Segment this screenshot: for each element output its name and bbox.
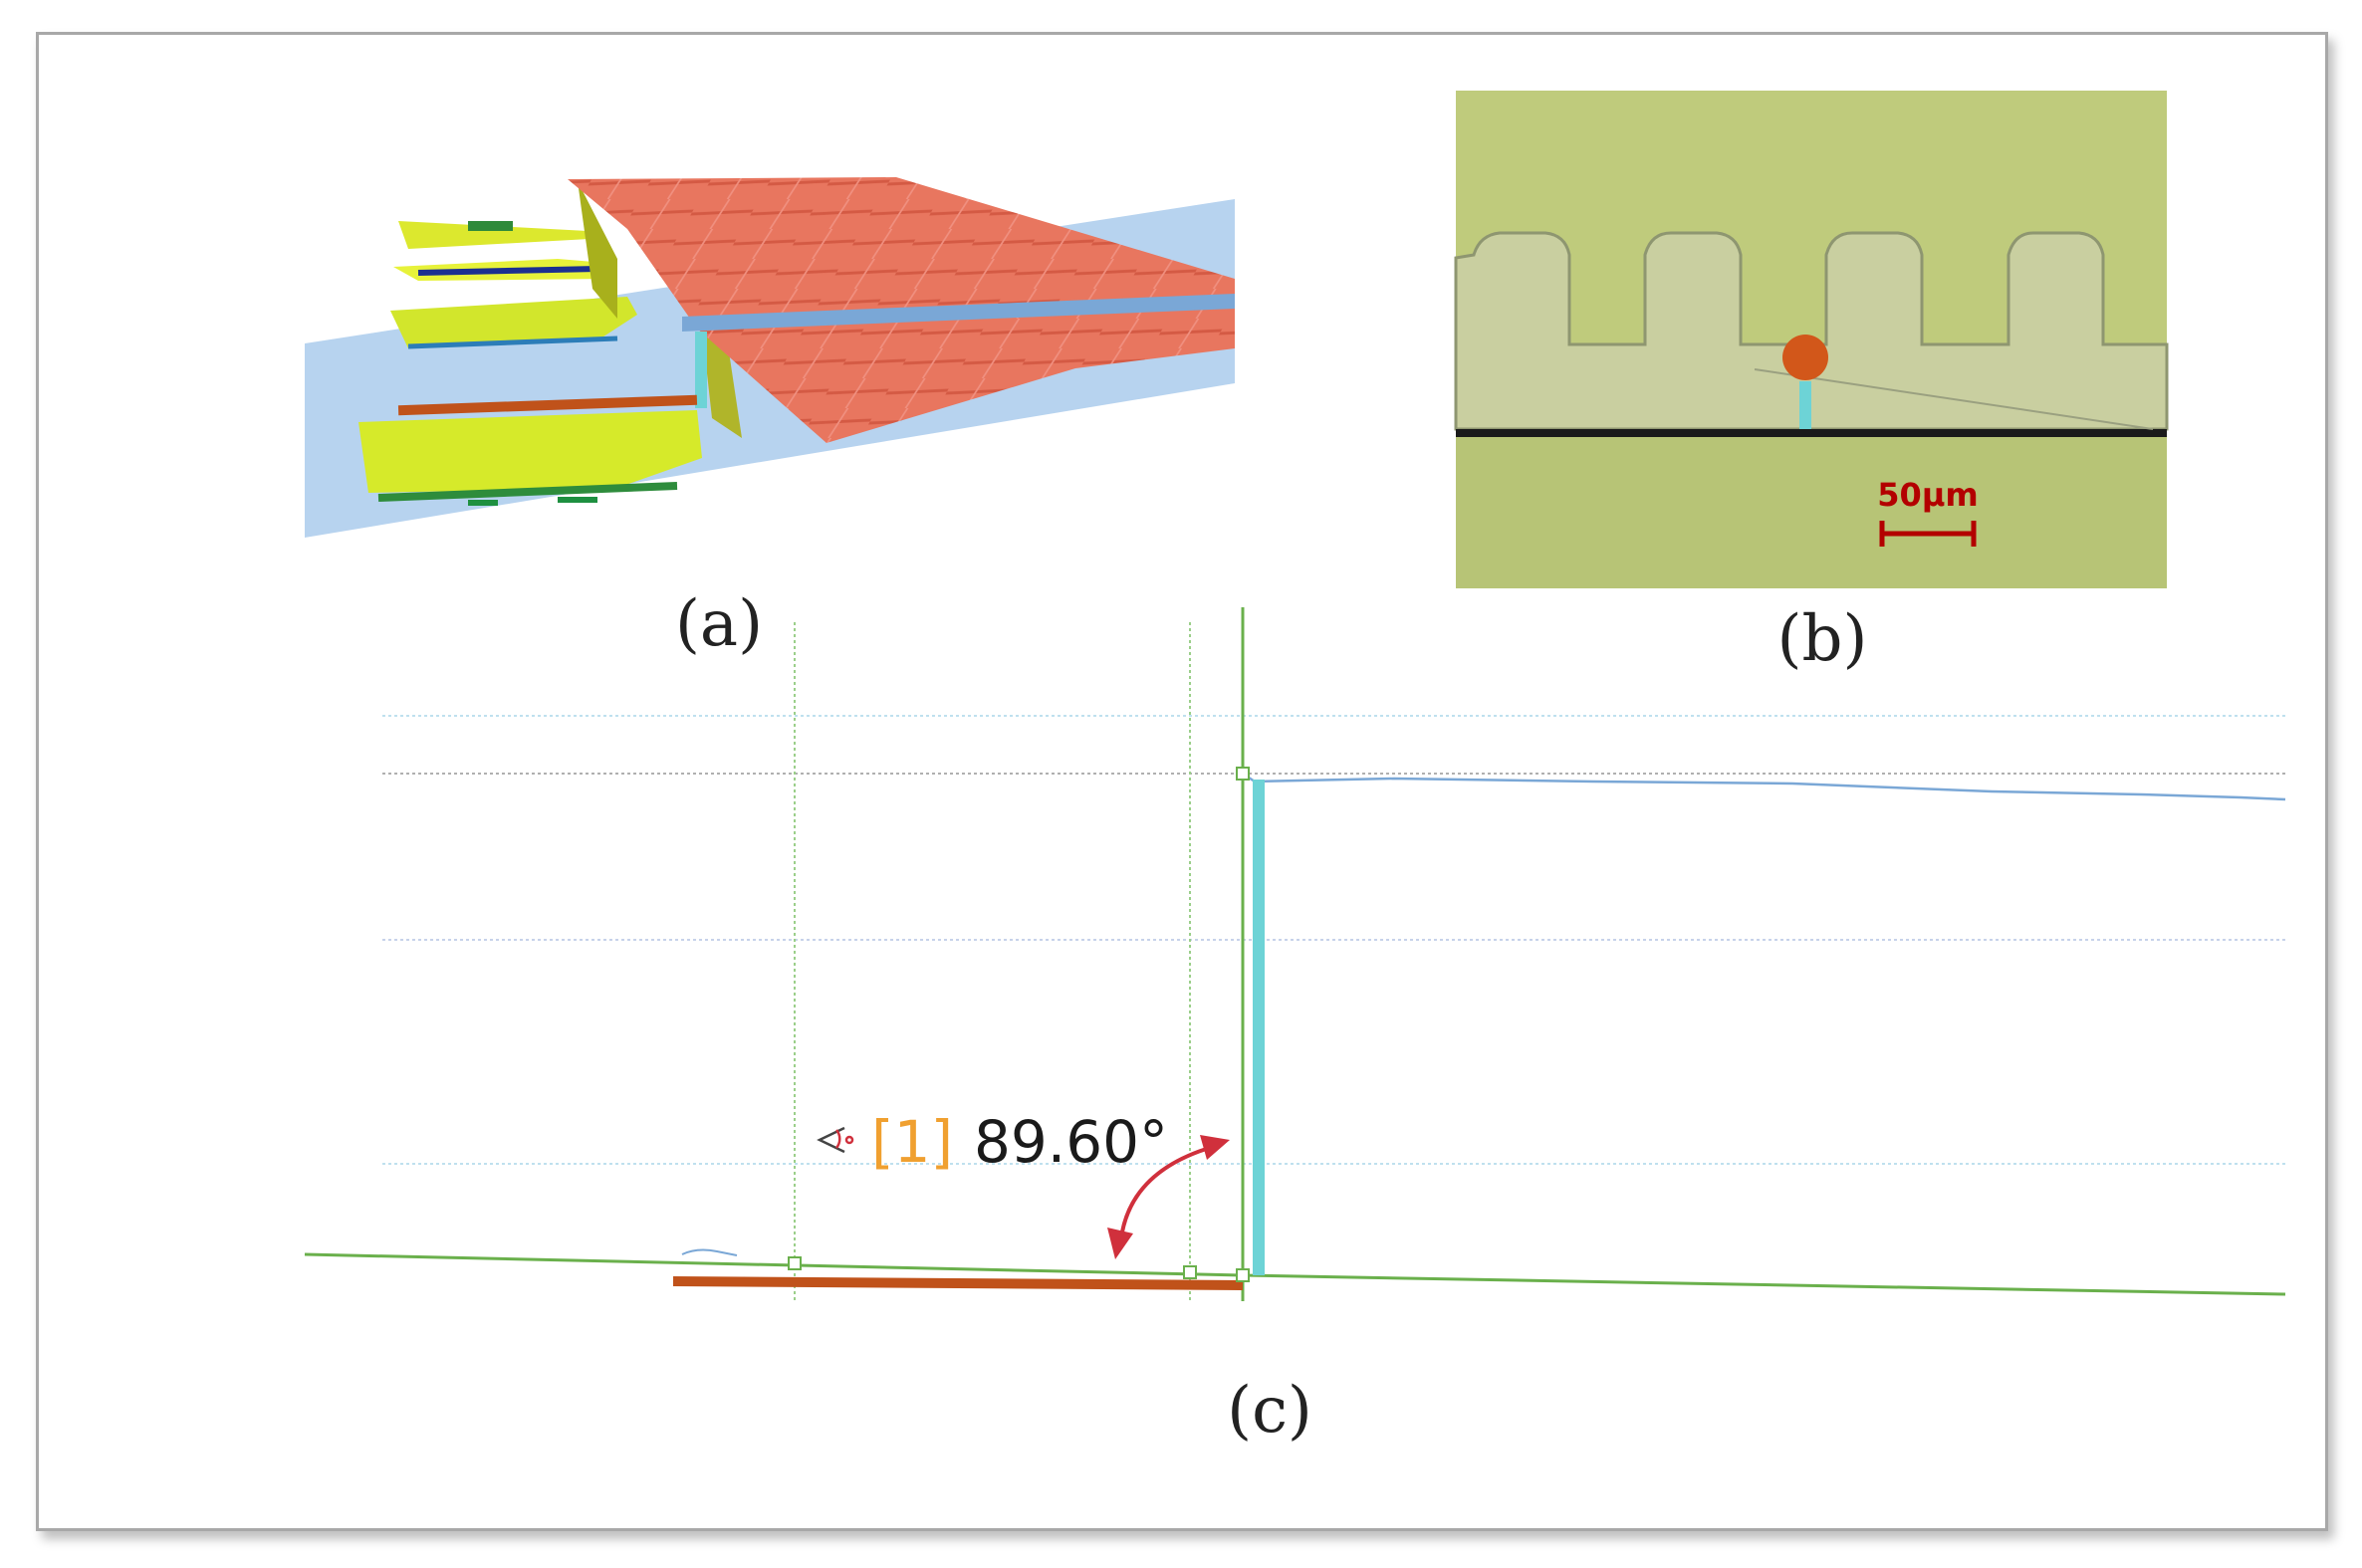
rib-wall [578,181,617,319]
panel-a-3d-scan [305,177,1235,538]
angle-index: [1] [871,1108,953,1176]
scale-bar-label: 50μm [1877,476,1978,514]
top-edge-bar [682,294,1235,332]
reference-line [672,1276,1244,1290]
depth-marker [1799,381,1811,429]
horizontal-guides [382,715,2285,1165]
scale-bar [1879,521,1977,547]
angle-measure-icon [817,1126,854,1154]
panel-c-label: (c) [1227,1374,1312,1448]
rib-wall-front [702,329,742,438]
panel-b-label: (b) [1776,602,1868,676]
surface-trace [1242,772,2286,801]
green-scan-chunks [358,221,702,506]
panel-b-micrograph: 50μm [1454,91,2169,588]
angle-value: 89.60° [974,1108,1168,1176]
panel-a-label: (a) [674,587,764,661]
vertical-guides [794,622,1191,1301]
anchor-points [788,767,1250,1282]
comb-profile [1454,231,2169,431]
depth-marker [1253,780,1265,1275]
position-marker [1782,335,1828,380]
panel-c-profile: [1] 89.60° [304,607,2286,1301]
rotation-arrow-icon [1107,1135,1230,1259]
base-profile-line [304,1252,2286,1296]
reference-line [397,394,698,416]
depth-marker [695,332,707,408]
